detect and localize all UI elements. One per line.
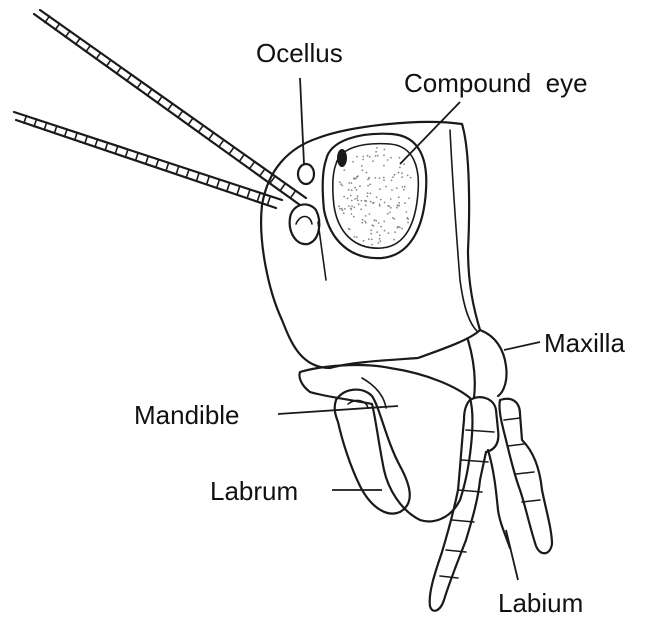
ocellus <box>298 78 314 184</box>
maxilla <box>468 330 540 398</box>
label-maxilla: Maxilla <box>544 330 625 356</box>
palps <box>430 397 552 611</box>
label-compound-eye: Compound eye <box>404 70 588 96</box>
label-ocellus: Ocellus <box>256 40 343 66</box>
eye-spot <box>337 149 347 167</box>
label-labium: Labium <box>498 590 583 616</box>
label-labrum: Labrum <box>210 478 298 504</box>
label-mandible: Mandible <box>134 402 240 428</box>
mandible <box>278 365 472 521</box>
antenna-lower <box>14 112 282 208</box>
antennal-socket <box>290 204 320 244</box>
head-capsule <box>261 122 480 368</box>
